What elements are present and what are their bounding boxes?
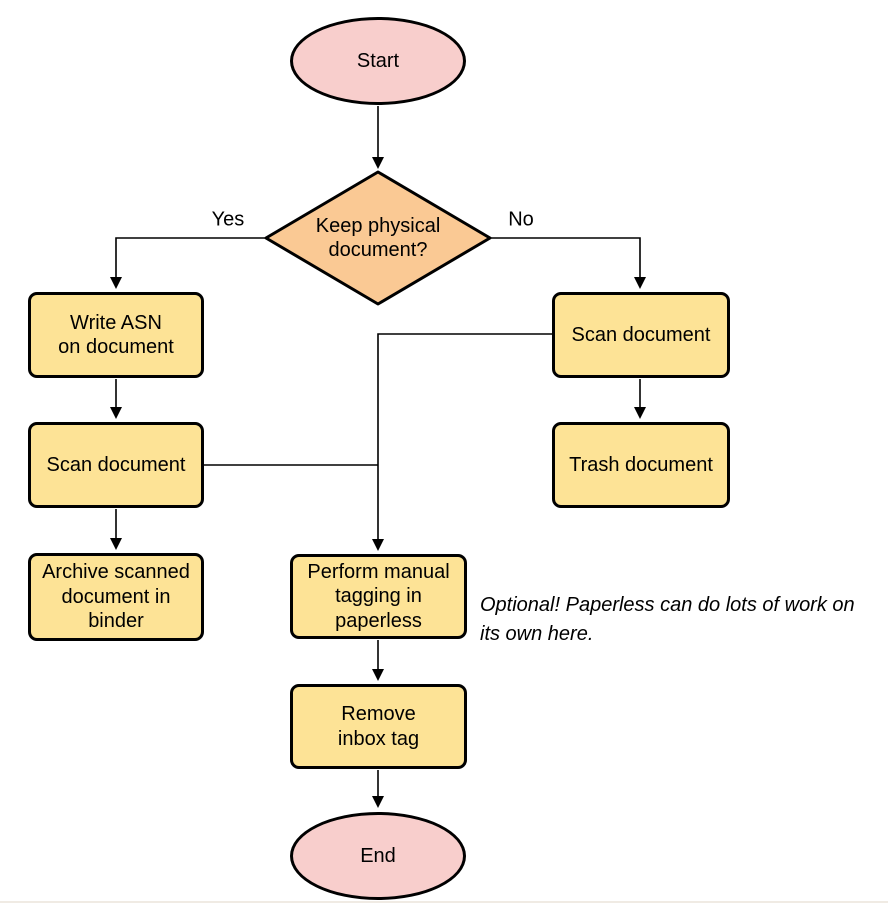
node-write-asn-label: Write ASN on document (58, 311, 174, 358)
node-remove-inbox-tag: Remove inbox tag (290, 684, 467, 769)
node-scan-document-right: Scan document (552, 292, 730, 378)
node-scan-document-left: Scan document (28, 422, 204, 508)
node-scan-document-right-label: Scan document (571, 323, 711, 346)
edge-label-yes: Yes (209, 208, 247, 232)
node-archive-binder-label: Archive scanned document in binder (42, 561, 190, 633)
node-trash-document-label: Trash document (569, 453, 713, 476)
node-remove-inbox-tag-label: Remove inbox tag (337, 703, 420, 750)
edge-decision-no-to-scan-right (490, 237, 646, 289)
node-end: End (290, 812, 466, 900)
node-trash-document: Trash document (552, 422, 730, 508)
node-end-label: End (360, 844, 396, 867)
node-scan-document-left-label: Scan document (46, 453, 186, 476)
node-archive-binder: Archive scanned document in binder (28, 553, 204, 641)
edge-decision-yes-to-write-asn (110, 237, 266, 289)
edge-scan-right-to-tagging (372, 333, 552, 551)
node-manual-tagging: Perform manual tagging in paperless (290, 554, 467, 639)
node-start-label: Start (356, 49, 400, 72)
node-write-asn: Write ASN on document (28, 292, 204, 378)
node-start: Start (290, 17, 466, 105)
edge-label-no: No (506, 208, 536, 232)
optional-note: Optional! Paperless can do lots of work … (480, 594, 855, 645)
node-manual-tagging-label: Perform manual tagging in paperless (307, 560, 450, 632)
node-decision-label: Keep physical document? (315, 214, 441, 261)
decision-diamond-shape (264, 170, 492, 306)
bottom-divider (0, 901, 888, 903)
